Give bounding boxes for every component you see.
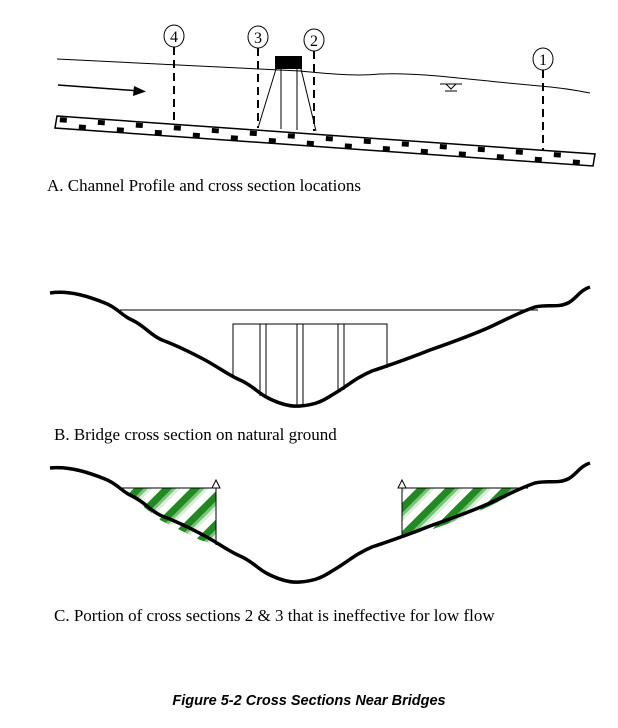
- flow-direction-arrow: [57, 84, 146, 96]
- bed-check-mark: [572, 159, 580, 165]
- bed-check-mark: [211, 127, 219, 134]
- left-ineffective-marker: [211, 478, 221, 489]
- bridge-structure: [257, 56, 317, 132]
- caption-panel-a: A. Channel Profile and cross section loc…: [47, 176, 361, 195]
- bed-check-mark: [97, 119, 105, 126]
- cross-section-1: 1: [532, 47, 554, 150]
- bed-check-mark: [534, 156, 542, 163]
- water-surface-symbol: [440, 83, 462, 92]
- bed-check-mark: [154, 129, 162, 136]
- bridge-cross-section-panel: [49, 285, 591, 408]
- channel-bed-pattern: [59, 117, 580, 165]
- bed-check-mark: [477, 146, 485, 153]
- bed-check-mark: [59, 117, 67, 123]
- ineffective-flow-panel: [49, 461, 591, 584]
- bed-check-mark: [553, 152, 561, 158]
- bed-check-mark: [173, 125, 181, 131]
- caption-panel-b: B. Bridge cross section on natural groun…: [54, 425, 337, 444]
- cross-section-4: 4: [163, 24, 185, 125]
- marker-label-2: 2: [310, 33, 318, 50]
- bed-check-mark: [382, 146, 390, 152]
- bed-check-mark: [420, 148, 428, 155]
- cross-section-3: 3: [247, 25, 269, 128]
- bed-check-mark: [439, 144, 447, 150]
- bed-check-mark: [515, 149, 523, 155]
- bed-check-mark: [306, 140, 314, 147]
- bed-check-mark: [401, 141, 409, 147]
- natural-ground-line-c: [49, 461, 591, 584]
- bed-check-mark: [458, 151, 466, 157]
- bed-check-mark: [78, 124, 86, 131]
- bed-check-mark: [249, 130, 257, 137]
- channel-profile-panel: 4 3 2 1: [54, 24, 596, 167]
- bed-check-mark: [135, 122, 143, 129]
- bed-check-mark: [325, 136, 333, 142]
- bed-check-mark: [192, 132, 200, 139]
- right-ineffective-marker: [397, 478, 407, 489]
- bed-check-mark: [230, 135, 238, 141]
- cross-section-2: 2: [303, 28, 325, 131]
- bed-check-mark: [268, 137, 276, 144]
- marker-label-4: 4: [170, 29, 178, 46]
- bed-check-mark: [363, 138, 371, 145]
- marker-label-1: 1: [539, 52, 547, 69]
- bed-check-mark: [496, 154, 504, 160]
- marker-label-3: 3: [254, 30, 262, 47]
- water-surface-line: [56, 58, 591, 94]
- natural-ground-line: [49, 285, 591, 408]
- caption-panel-c: C. Portion of cross sections 2 & 3 that …: [54, 606, 495, 625]
- bridge-openings: [232, 323, 388, 406]
- bed-check-mark: [344, 143, 352, 149]
- figure-title: Figure 5-2 Cross Sections Near Bridges: [172, 693, 446, 709]
- bed-check-mark: [116, 127, 124, 133]
- bed-check-mark: [287, 133, 295, 139]
